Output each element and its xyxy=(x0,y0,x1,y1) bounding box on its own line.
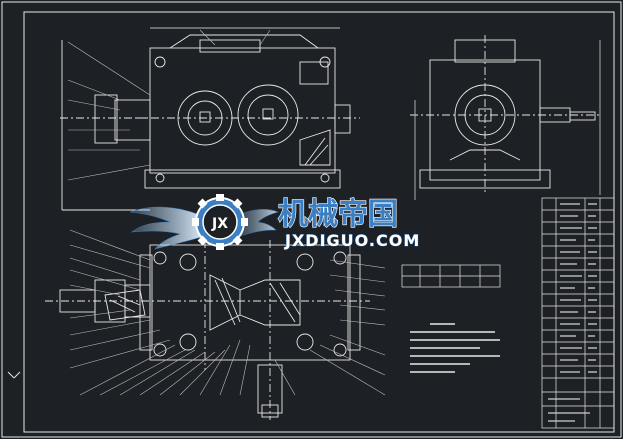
front-view xyxy=(60,27,360,211)
spec-table xyxy=(401,264,501,288)
wing-icon xyxy=(237,209,279,237)
watermark: JX 机械帝国 JXDIGUO.COM xyxy=(129,194,420,250)
side-view xyxy=(410,35,601,200)
front-leaders xyxy=(67,29,271,181)
technical-notes xyxy=(410,323,500,373)
watermark-site: JXDIGUO.COM xyxy=(284,231,420,250)
watermark-title: 机械帝国 xyxy=(278,197,398,232)
watermark-badge: JX xyxy=(211,216,228,232)
parts-list-text-marks xyxy=(548,203,597,422)
gear-logo-icon: JX xyxy=(192,194,248,250)
parts-list xyxy=(541,197,615,429)
top-view-leaders xyxy=(69,229,386,396)
wing-icon xyxy=(129,206,206,250)
top-view xyxy=(45,240,370,420)
